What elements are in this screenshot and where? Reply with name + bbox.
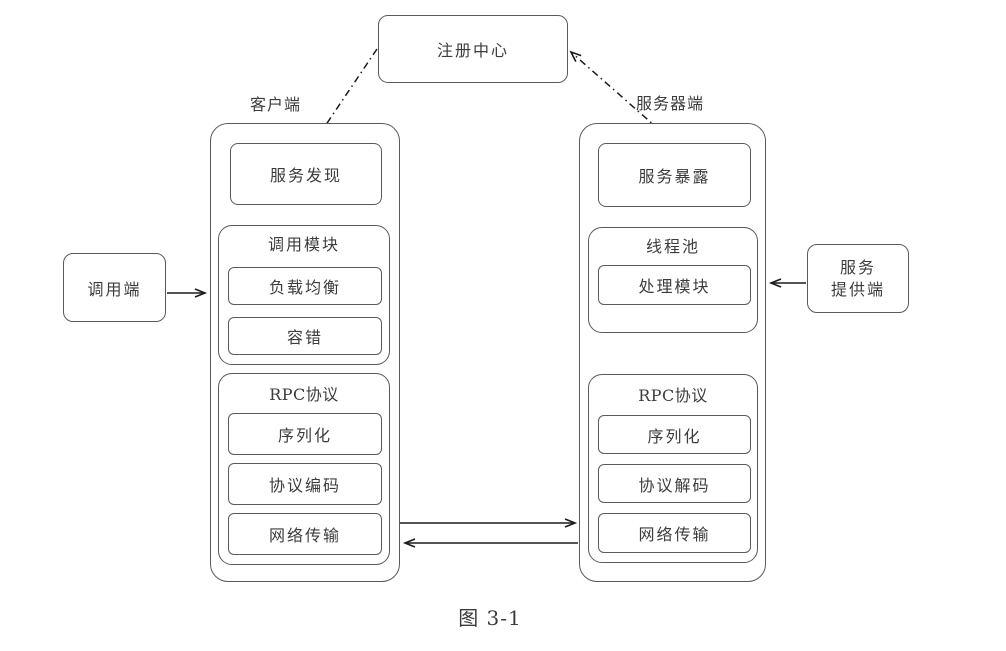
service-provider-box: 服务 提供端 [807,244,909,313]
client-rpc-protocol-title: RPC协议 [269,385,339,404]
client-network-transport-box: 网络传输 [228,513,382,555]
protocol-decoding-box: 协议解码 [598,464,751,503]
fault-tolerance-box: 容错 [228,317,382,355]
load-balancing-box: 负载均衡 [228,267,382,305]
server-serialization-box: 序列化 [598,415,751,454]
server-network-transport-box: 网络传输 [598,513,751,553]
client-side-label: 客户端 [250,95,302,114]
caller-box: 调用端 [63,253,166,322]
service-expose-box: 服务暴露 [598,143,751,207]
server-rpc-protocol-title: RPC协议 [638,386,708,405]
server-side-label: 服务器端 [636,94,705,113]
thread-pool-title: 线程池 [645,237,700,256]
service-discovery-box: 服务发现 [230,143,382,205]
client-serialization-box: 序列化 [228,413,382,455]
protocol-encoding-box: 协议编码 [228,463,382,505]
registry-center-box: 注册中心 [378,15,568,83]
figure-caption: 图 3-1 [458,606,522,630]
invoke-module-title: 调用模块 [267,235,340,254]
processing-module-box: 处理模块 [598,265,751,305]
